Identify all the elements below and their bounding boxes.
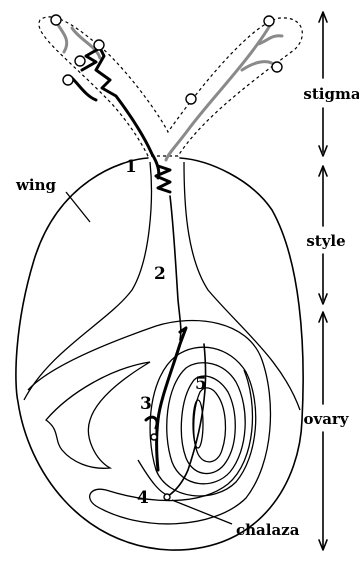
pollen-grain [264, 16, 274, 26]
pollen-tube-side [146, 417, 157, 428]
chalaza-dot [164, 494, 170, 500]
part-label-chalaza: chalaza [236, 521, 300, 539]
pollen-grain [272, 62, 282, 72]
ovule-ring-3 [181, 376, 235, 474]
wing-inner-left [24, 162, 151, 400]
pollen-grain [63, 75, 73, 85]
pollen-tube-ovary [157, 328, 187, 470]
step-label-3: 3 [140, 394, 152, 414]
wing-pointer [66, 192, 90, 222]
region-label-stigma: stigma [303, 85, 359, 103]
step-label-5: 5 [195, 374, 207, 394]
pollen-tube-style [170, 196, 181, 340]
pollen-grain [51, 15, 61, 25]
step-label-4: 4 [137, 488, 149, 508]
embryo-sac [193, 400, 203, 448]
ovule-dot [151, 434, 157, 440]
step-label-1: 1 [125, 157, 137, 177]
pollen-grain [186, 94, 196, 104]
pollen-tube-black-branch [72, 78, 96, 100]
locule-fold [46, 362, 150, 468]
region-label-style: style [306, 232, 345, 250]
step-label-2: 2 [154, 264, 166, 284]
pollen-tube-grey-branch-1 [242, 62, 276, 70]
wing-inner-right [184, 162, 300, 410]
pollen-tube-grey-main [166, 22, 272, 160]
part-label-wing: wing [15, 176, 57, 194]
pollen-grain [94, 40, 104, 50]
pollen-grain [75, 56, 85, 66]
region-label-ovary: ovary [303, 410, 349, 428]
ovule-ring-4 [194, 388, 226, 462]
